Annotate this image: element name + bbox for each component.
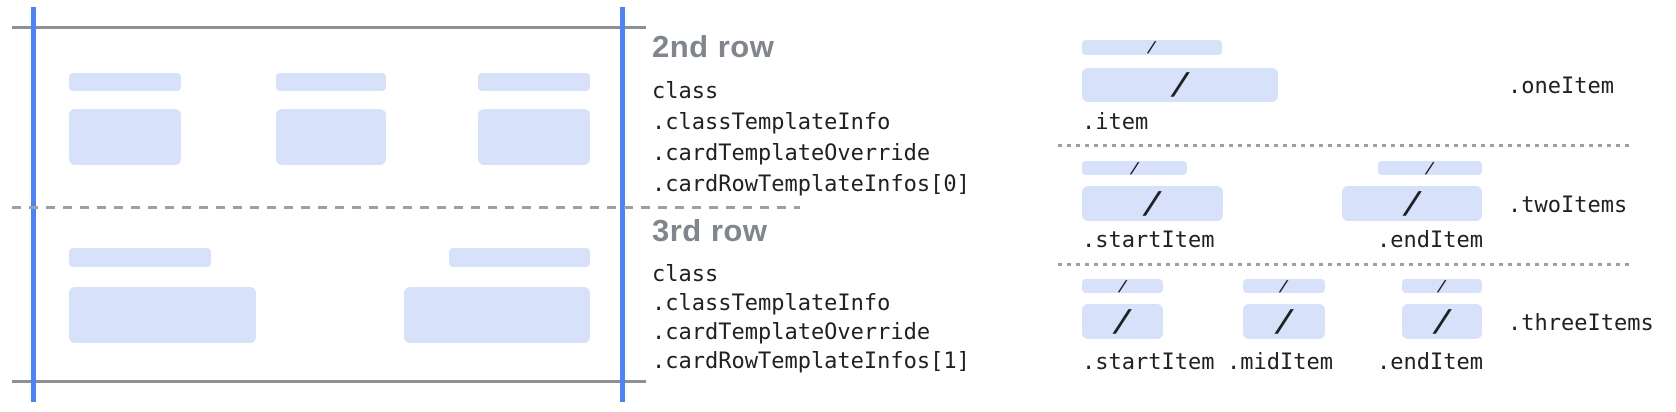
second-row-code-block: class .classTemplateInfo .cardTemplateOv… [652, 76, 970, 200]
oneitem-item-label-bar: / [1082, 38, 1222, 56]
twoitems-end-label: .endItem [1377, 228, 1483, 253]
card-bottom-border-line [12, 380, 646, 383]
slash-glyph: / [1438, 276, 1447, 295]
oneitem-twoitems-divider-dotted [1058, 144, 1630, 147]
slash-glyph: / [1404, 185, 1421, 221]
third-row-annotation: 3rd row class .classTemplateInfo .cardTe… [652, 212, 970, 376]
third-row-title: 3rd row [652, 213, 768, 248]
twoitems-end-label-bar: / [1378, 158, 1482, 177]
slash-glyph: / [1426, 158, 1435, 177]
threeitems-start-label-bar: / [1082, 276, 1163, 295]
slash-glyph: / [1114, 303, 1131, 339]
oneitem-item-label: .item [1082, 110, 1149, 135]
slash-glyph: / [1130, 158, 1139, 177]
code-line: class [652, 79, 719, 104]
second-row-title: 2nd row [652, 29, 775, 64]
slash-glyph: / [1280, 276, 1289, 295]
slash-glyph: / [1144, 185, 1161, 221]
card-right-guide-line [620, 7, 625, 402]
slash-glyph: / [1276, 303, 1293, 339]
card-top-border-line [12, 26, 646, 29]
second-row-col3-label-bar [478, 73, 590, 91]
threeitems-end-label-bar: / [1402, 276, 1482, 295]
code-line: .cardTemplateOverride [652, 141, 931, 166]
row-divider-dashed-line [12, 206, 800, 209]
twoitems-layout-name: .twoItems [1508, 193, 1628, 218]
slash-glyph: / [1172, 67, 1189, 102]
second-row-col2-label-bar [276, 73, 386, 91]
code-line: .classTemplateInfo [652, 110, 891, 135]
code-line: .cardRowTemplateInfos[0] [652, 172, 970, 197]
second-row-col2-value-box [276, 109, 386, 165]
third-row-col2-value-box [404, 287, 590, 343]
oneitem-item-value-bar: / [1082, 67, 1278, 102]
second-row-col1-label-bar [69, 73, 181, 91]
code-line: .cardTemplateOverride [652, 320, 931, 345]
threeitems-start-value-bar: / [1082, 304, 1163, 339]
threeitems-mid-label-bar: / [1243, 276, 1325, 295]
threeitems-end-value-bar: / [1402, 304, 1482, 339]
twoitems-start-value-bar: / [1082, 186, 1223, 221]
twoitems-end-value-bar: / [1342, 186, 1482, 221]
slash-glyph: / [1118, 276, 1127, 295]
twoitems-threeitems-divider-dotted [1058, 263, 1630, 266]
code-line: class [652, 262, 719, 287]
third-row-code-block: class .classTemplateInfo .cardTemplateOv… [652, 260, 970, 376]
card-left-guide-line [31, 7, 36, 402]
twoitems-start-label-bar: / [1082, 158, 1187, 177]
threeitems-mid-label: .midItem [1227, 350, 1333, 375]
threeitems-end-label: .endItem [1377, 350, 1483, 375]
threeitems-mid-value-bar: / [1243, 304, 1325, 339]
second-row-col3-value-box [478, 109, 590, 165]
second-row-col1-value-box [69, 109, 181, 165]
threeitems-layout-name: .threeItems [1508, 311, 1654, 336]
threeitems-start-label: .startItem [1082, 350, 1215, 375]
oneitem-layout-name: .oneItem [1508, 74, 1614, 99]
code-line: .cardRowTemplateInfos[1] [652, 349, 970, 374]
code-line: .classTemplateInfo [652, 291, 891, 316]
third-row-col1-value-box [69, 287, 256, 343]
slash-glyph: / [1434, 303, 1451, 339]
third-row-col2-label-bar [449, 248, 590, 267]
third-row-col1-label-bar [69, 248, 211, 267]
slash-glyph: / [1148, 38, 1157, 56]
second-row-annotation: 2nd row class .classTemplateInfo .cardTe… [652, 28, 970, 200]
twoitems-start-label: .startItem [1082, 228, 1215, 253]
